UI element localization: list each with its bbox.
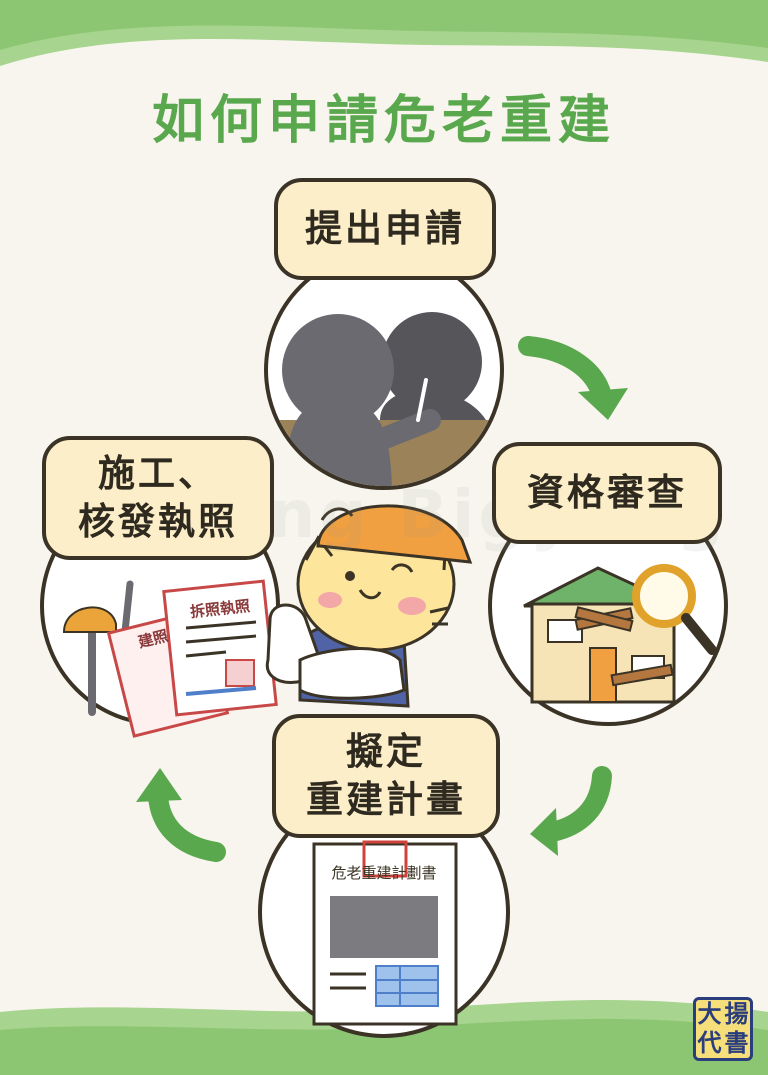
- logo-char: 代: [697, 1028, 722, 1057]
- arrow-head-right-top: [578, 388, 628, 420]
- top-wave-border: [0, 0, 768, 66]
- step2-illustration: [488, 486, 728, 726]
- arrow-head-right-bottom: [530, 808, 558, 856]
- logo-char: 書: [724, 1028, 749, 1057]
- logo-char: 大: [697, 999, 722, 1028]
- page-title: 如何申請危老重建: [151, 91, 616, 151]
- arrow-right-top: [518, 336, 612, 406]
- logo-char: 揚: [724, 999, 749, 1028]
- step-label-plan: 擬定 重建計畫: [272, 714, 500, 838]
- arrow-left-bottom: [148, 786, 226, 862]
- brand-logo: 大 揚 代 書: [693, 997, 753, 1061]
- step-label-submit: 提出申請: [274, 178, 496, 280]
- step1-illustration: [264, 250, 504, 490]
- step-label-review: 資格審查: [492, 442, 722, 544]
- arrow-head-left-bottom: [136, 768, 182, 802]
- step-label-construction: 施工、 核發執照: [42, 436, 274, 560]
- step3-illustration: [258, 786, 510, 1038]
- tiger-mascot: [265, 504, 473, 708]
- plan-document-title: 危老重建計劃書: [331, 864, 437, 882]
- arrow-right-bottom: [542, 766, 612, 842]
